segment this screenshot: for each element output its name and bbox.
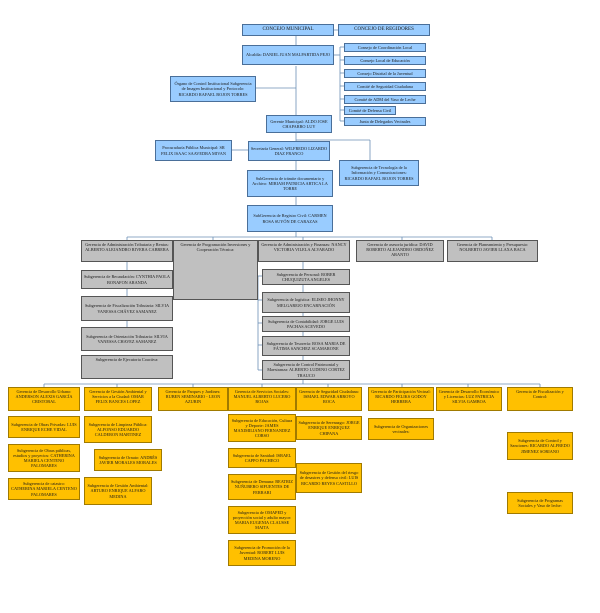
subgerencia-logistica-box[interactable]: Subgerencia de logística: ELISEO JHONNY …	[262, 292, 350, 313]
concejo-municipal-box[interactable]: CONCEJO MUNICIPAL	[242, 24, 334, 36]
subgerencia-limpieza-publica-box[interactable]: Subgerencia de Limpieza Pública: ALFONSO…	[84, 416, 152, 443]
council-defensa-civil[interactable]: Comité de Defensa Civil	[344, 106, 396, 115]
gerencia-participacion-vecinal-box[interactable]: Gerencia de Participación Vecinal: RICAR…	[368, 387, 434, 411]
subgerencia-promocion-juventud-box[interactable]: Subgerencia de Promoción de la Juventud:…	[228, 540, 296, 566]
alcaldia-box[interactable]: Alcaldía: DANIEL JUAN MALPARTIDA PEJO	[242, 45, 334, 65]
subgerencia-ejecutoria-coactiva-box[interactable]: Subgerencia de Ejecutoria Coactiva:	[81, 355, 173, 379]
subgerencia-fiscalizacion-tributaria-box[interactable]: Subgerencia de Fiscalización Tributaria:…	[81, 296, 173, 321]
gerencia-parques-jardines-box[interactable]: Gerencia de Parques y Jardines: RUBEN SE…	[158, 387, 228, 411]
gerencia-desarrollo-urbano-box[interactable]: Gerencia de Desarrollo Urbano: ANDERSON …	[8, 387, 80, 411]
gerencia-asesoria-juridica-box[interactable]: Gerencia de asesoría jurídica: DAVID ROB…	[356, 240, 444, 262]
subgerencia-control-sanciones-box[interactable]: Subgerencia de Control y Sanciones: RICA…	[507, 432, 573, 460]
subgerencia-serenazgo-box[interactable]: Subgerencia de Serenazgo: JORGE ENRIQUE …	[296, 416, 362, 440]
tramite-documentario-box[interactable]: SubGerencia de trámite documentario y Ar…	[247, 170, 333, 197]
gerencia-fiscalizacion-control-box[interactable]: Gerencia de Fiscalización y Control:	[507, 387, 573, 411]
subgerencia-orientacion-tributaria-box[interactable]: Subgerencia de Orientación Tributaria: S…	[81, 327, 173, 351]
subgerencia-tesoreria-box[interactable]: Subgerencia de Tesorería: ROSA MARIA DE …	[262, 336, 350, 356]
subgerencia-gestion-riesgo-box[interactable]: Subgerencia de Gestión del riesgo de des…	[296, 463, 362, 493]
subgerencia-obras-publicas-box[interactable]: Subgerencia de Obras públicas, estudios …	[8, 444, 80, 472]
subgerencia-contabilidad-box[interactable]: Subgerencia de Contabilidad: JORGE LUIS …	[262, 316, 350, 332]
secretaria-box[interactable]: Secretaría General: WILFREDO LIZARDO DIA…	[248, 141, 330, 161]
tecnologia-box[interactable]: Subgerencia de Tecnología de la Informac…	[339, 160, 419, 186]
subgerencia-organizaciones-vecinales-box[interactable]: Subgerencia de Organizaciones vecinales:	[368, 418, 434, 440]
subgerencia-demuna-box[interactable]: Subgerencia de Demuna: BEATRIZ NUÑUBERO …	[228, 474, 296, 500]
subgerencia-recaudacion-box[interactable]: Subgerencia de Recaudación: CYNTHIA PAOL…	[81, 270, 173, 289]
council-vaso-de-leche[interactable]: Comité de ADM del Vaso de Leche	[344, 95, 426, 104]
procuraduria-box[interactable]: Procuraduría Pública Municipal: SR FELIX…	[155, 140, 232, 161]
subgerencia-ornato-box[interactable]: Subgerencia de Ornato: ANDRÉS JAVIER MOR…	[94, 449, 162, 471]
gerencia-desarrollo-economico-box[interactable]: Gerencia de Desarrollo Económico y Licen…	[436, 387, 502, 411]
concejo-regidores-box[interactable]: CONCEJO DE REGIDORES	[338, 24, 430, 36]
gerencia-gestion-ambiental-box[interactable]: Gerencia de Gestión Ambiental y Servicio…	[84, 387, 152, 411]
subgerencia-programas-sociales-box[interactable]: Subgerencia de Programas Sociales y Vaso…	[507, 492, 573, 514]
gerencia-planeamiento-box[interactable]: Gerencia de Planeamiento y Presupuesto: …	[447, 240, 538, 262]
council-coordinacion-local[interactable]: Consejo de Coordinación Local	[344, 43, 426, 52]
council-educacion[interactable]: Consejo Local de Educación	[344, 56, 426, 65]
council-delegados-vecinales[interactable]: Junta de Delegados Vecinales	[344, 117, 426, 126]
subgerencia-control-patrimonial-box[interactable]: Subgerencia de Control Patrimonial y Mae…	[262, 360, 350, 380]
gerencia-servicios-sociales-box[interactable]: Gerencia de Servicios Sociales: MANUEL A…	[228, 387, 296, 411]
gerencia-tributaria-box[interactable]: Gerencia de Administración Tributaria y …	[81, 240, 173, 262]
organo-control-box[interactable]: Órgano de Control Institucional Subgeren…	[170, 76, 256, 102]
gerencia-programacion-box[interactable]: Gerencia de Programación Inversiones y C…	[173, 240, 258, 300]
council-seguridad-ciudadana[interactable]: Comité de Seguridad Ciudadana	[344, 82, 426, 91]
gerencia-seguridad-ciudadana-box[interactable]: Gerencia de Seguridad Ciudadana: ISMAEL …	[296, 387, 362, 411]
registro-civil-box[interactable]: SubGerencia de Registro Civil: CARMEN RO…	[247, 205, 333, 232]
gerente-municipal-box[interactable]: Gerente Municipal: ALDO JOSE CHAPARRO LU…	[266, 115, 332, 133]
subgerencia-sanidad-box[interactable]: Subgerencia de Sanidad: ISRAEL CAPPO PAC…	[228, 448, 296, 468]
subgerencia-gestion-ambiental-box[interactable]: Subgerencia de Gestión Ambiental: ARTURO…	[84, 477, 152, 505]
subgerencia-personal-box[interactable]: Subgerencia de Personal: ROBER CHUQUIZUT…	[262, 269, 350, 285]
subgerencia-obras-privadas-box[interactable]: Subgerencia de Obras Privadas: LUIS ENRI…	[8, 416, 80, 438]
subgerencia-educacion-cultura-box[interactable]: Subgerencia de Educación, Cultura y Depo…	[228, 414, 296, 442]
council-juventud[interactable]: Consejo Distrital de la Juventud	[344, 69, 426, 78]
gerencia-administracion-finanzas-box[interactable]: Gerencia de Administración y Finanzas: N…	[258, 240, 350, 262]
subgerencia-catastro-box[interactable]: Subgerencia de catastro: CATHERINA MARIE…	[8, 478, 80, 500]
subgerencia-omaped-box[interactable]: Subgerencia de OMAPED y proyección socia…	[228, 506, 296, 534]
